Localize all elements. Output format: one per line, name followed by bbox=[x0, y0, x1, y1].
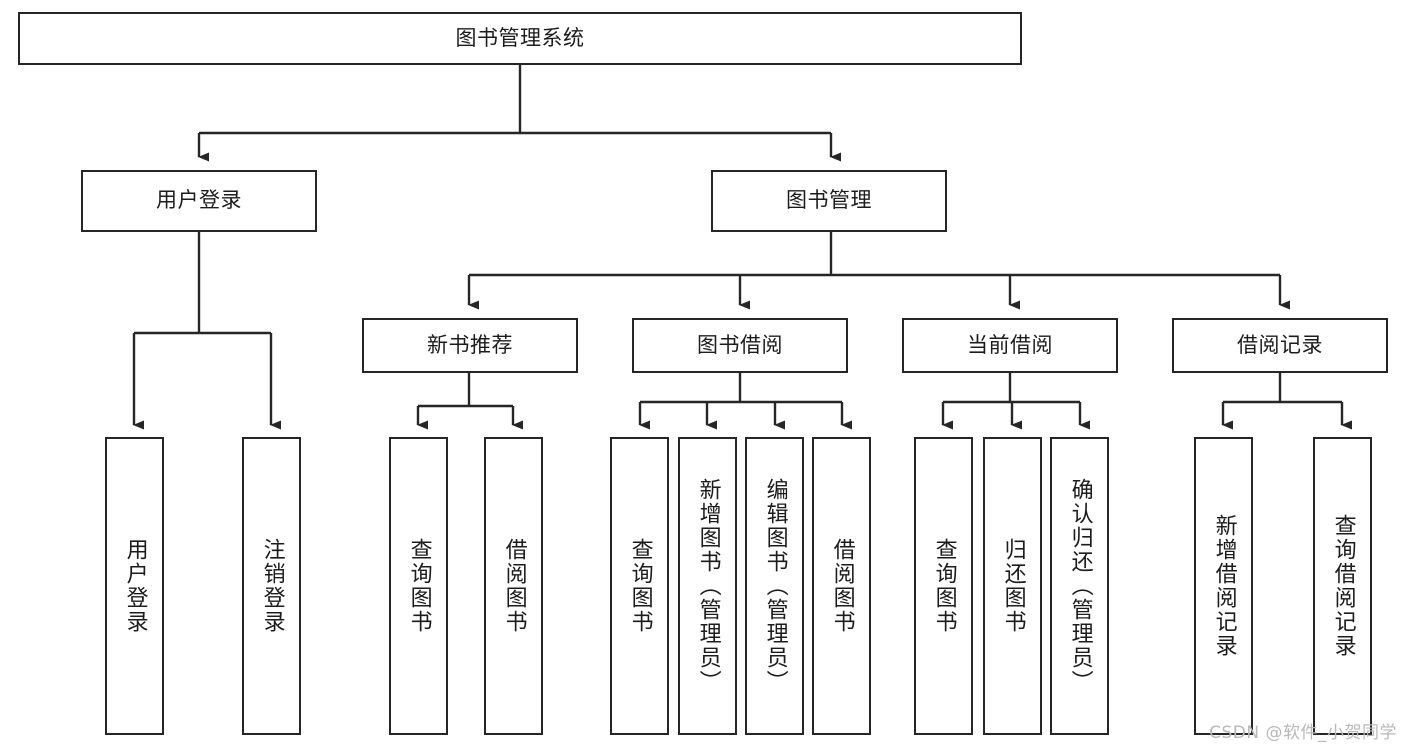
leaf-book-borrow-query-book[interactable]: 查询图书 bbox=[610, 437, 669, 735]
csdn-watermark: CSDN @软件_小贺同学 bbox=[1209, 723, 1397, 743]
node-label: 用户登录 bbox=[156, 188, 242, 213]
node-label: 图书管理系统 bbox=[455, 25, 585, 50]
node-label: 注销登录 bbox=[259, 538, 285, 634]
node-label: 编辑图书（管理员） bbox=[762, 478, 788, 694]
node-label: 查询图书 bbox=[406, 538, 432, 634]
node-book-management[interactable]: 图书管理 bbox=[711, 170, 947, 232]
node-label: 用户登录 bbox=[122, 538, 148, 634]
node-label: 当前借阅 bbox=[967, 332, 1053, 357]
leaf-current-borrow-query-book[interactable]: 查询图书 bbox=[914, 437, 973, 735]
leaf-new-book-query-book[interactable]: 查询图书 bbox=[389, 437, 448, 735]
node-current-borrow[interactable]: 当前借阅 bbox=[902, 318, 1118, 373]
node-label: 新书推荐 bbox=[427, 332, 513, 357]
node-label: 新增借阅记录 bbox=[1211, 514, 1237, 658]
leaf-book-borrow-add-book-admin[interactable]: 新增图书（管理员） bbox=[678, 437, 737, 735]
node-label: 借阅图书 bbox=[501, 538, 527, 634]
leaf-new-book-borrow-book[interactable]: 借阅图书 bbox=[484, 437, 543, 735]
node-label: 图书借阅 bbox=[697, 332, 783, 357]
node-label: 归还图书 bbox=[1000, 538, 1026, 634]
node-label: 确认归还（管理员） bbox=[1067, 478, 1093, 694]
node-label: 借阅记录 bbox=[1237, 332, 1323, 357]
leaf-book-borrow-borrow-book[interactable]: 借阅图书 bbox=[812, 437, 871, 735]
node-root-book-management-system[interactable]: 图书管理系统 bbox=[18, 12, 1022, 65]
node-label: 图书管理 bbox=[786, 188, 872, 213]
node-label: 查询图书 bbox=[627, 538, 653, 634]
leaf-current-borrow-return-book[interactable]: 归还图书 bbox=[983, 437, 1042, 735]
node-new-book-recommend[interactable]: 新书推荐 bbox=[362, 318, 578, 373]
node-label: 新增图书（管理员） bbox=[695, 478, 721, 694]
node-borrow-record[interactable]: 借阅记录 bbox=[1172, 318, 1388, 373]
node-label: 借阅图书 bbox=[829, 538, 855, 634]
leaf-current-borrow-confirm-return-admin[interactable]: 确认归还（管理员） bbox=[1050, 437, 1109, 735]
node-label: 查询图书 bbox=[931, 538, 957, 634]
leaf-borrow-record-query-record[interactable]: 查询借阅记录 bbox=[1313, 437, 1372, 735]
leaf-user-login-logout[interactable]: 注销登录 bbox=[242, 437, 301, 735]
leaf-borrow-record-add-record[interactable]: 新增借阅记录 bbox=[1194, 437, 1253, 735]
node-label: 查询借阅记录 bbox=[1330, 514, 1356, 658]
node-book-borrow[interactable]: 图书借阅 bbox=[632, 318, 848, 373]
node-user-login[interactable]: 用户登录 bbox=[81, 170, 317, 232]
leaf-book-borrow-edit-book-admin[interactable]: 编辑图书（管理员） bbox=[745, 437, 804, 735]
leaf-user-login-login[interactable]: 用户登录 bbox=[105, 437, 164, 735]
